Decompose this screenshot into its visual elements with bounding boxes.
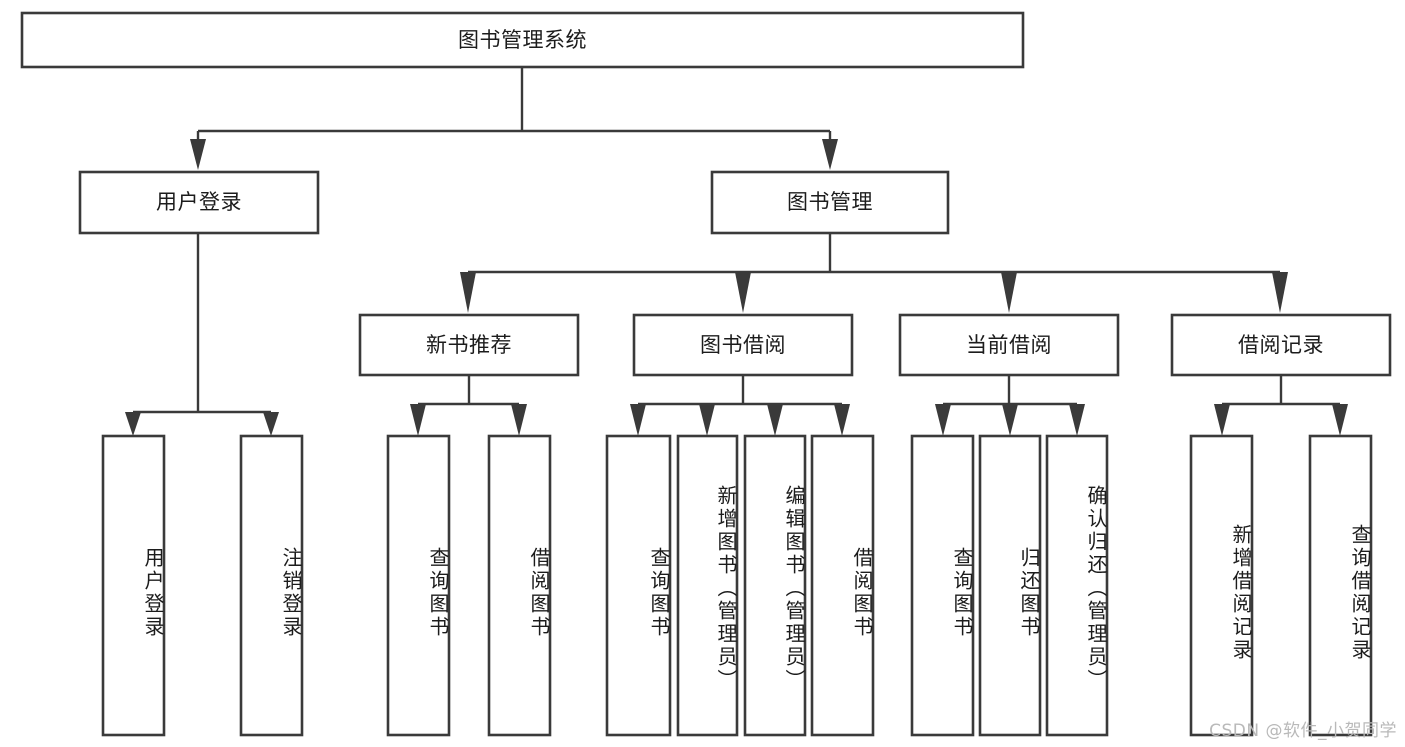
arrow-head-borrow-leaf-4 bbox=[834, 404, 850, 436]
node-box-new-book-recommend[interactable] bbox=[358, 313, 580, 377]
node-box-root[interactable] bbox=[20, 11, 1025, 69]
arrow-head-to-new-book bbox=[460, 272, 476, 313]
node-box-leaf-logout[interactable] bbox=[239, 434, 304, 737]
arrow-head-record-leaf-2 bbox=[1332, 404, 1348, 436]
node-box-leaf-add-book-admin[interactable] bbox=[676, 434, 739, 737]
arrow-head-login-leaf-1 bbox=[125, 412, 141, 436]
node-box-leaf-query-book-b[interactable] bbox=[605, 434, 672, 737]
node-box-leaf-borrow-book-b[interactable] bbox=[810, 434, 875, 737]
node-box-book-borrow[interactable] bbox=[632, 313, 854, 377]
arrow-head-current-leaf-2 bbox=[1002, 404, 1018, 436]
node-box-leaf-borrow-book-a[interactable] bbox=[487, 434, 552, 737]
node-box-leaf-confirm-return-admin[interactable] bbox=[1045, 434, 1109, 737]
node-box-book-manage[interactable] bbox=[710, 170, 950, 235]
arrow-head-to-user-login bbox=[190, 139, 206, 170]
node-box-leaf-query-book-a[interactable] bbox=[386, 434, 451, 737]
arrow-head-to-borrow bbox=[735, 272, 751, 313]
arrow-head-to-book-manage bbox=[822, 139, 838, 170]
arrow-head-newbook-leaf-1 bbox=[410, 404, 426, 436]
arrow-head-borrow-leaf-2 bbox=[699, 404, 715, 436]
node-box-leaf-query-borrow-record[interactable] bbox=[1308, 434, 1373, 737]
arrow-head-borrow-leaf-1 bbox=[630, 404, 646, 436]
arrow-head-to-current bbox=[1001, 272, 1017, 313]
arrow-head-to-record bbox=[1272, 272, 1288, 313]
node-box-leaf-query-book-c[interactable] bbox=[910, 434, 975, 737]
node-box-current-borrow[interactable] bbox=[898, 313, 1120, 377]
node-box-leaf-edit-book-admin[interactable] bbox=[743, 434, 807, 737]
arrow-head-current-leaf-1 bbox=[935, 404, 951, 436]
arrow-head-login-leaf-2 bbox=[263, 412, 279, 436]
arrow-head-borrow-leaf-3 bbox=[767, 404, 783, 436]
arrow-head-current-leaf-3 bbox=[1069, 404, 1085, 436]
node-box-user-login[interactable] bbox=[78, 170, 320, 235]
node-box-leaf-user-login[interactable] bbox=[101, 434, 166, 737]
arrow-head-newbook-leaf-2 bbox=[511, 404, 527, 436]
arrow-head-record-leaf-1 bbox=[1214, 404, 1230, 436]
node-box-leaf-return-book[interactable] bbox=[978, 434, 1042, 737]
node-box-borrow-record[interactable] bbox=[1170, 313, 1392, 377]
watermark-text: CSDN @软件_小贺同学 bbox=[1209, 721, 1397, 741]
node-box-leaf-add-borrow-record[interactable] bbox=[1189, 434, 1254, 737]
